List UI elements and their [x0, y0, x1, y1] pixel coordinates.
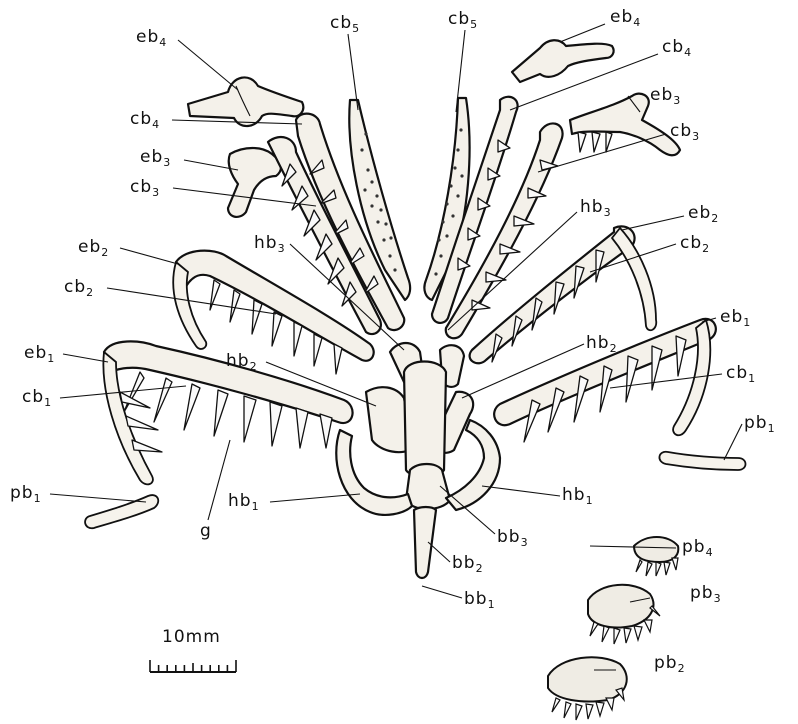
label-eb4-right: eb4: [610, 7, 641, 29]
label-pb1-left: pb1: [10, 483, 42, 505]
scale-bar-label: 10mm: [162, 627, 221, 647]
pb1-right-bone: [659, 452, 745, 470]
label-hb2-left: hb2: [226, 351, 258, 373]
label-cb5-left: cb5: [330, 13, 360, 35]
label-hb3-right: hb3: [580, 197, 612, 219]
label-eb2-right: eb2: [688, 203, 719, 225]
scale-bar: 10mm: [150, 627, 236, 672]
label-bb1: bb1: [464, 589, 496, 611]
eb3-left-bone: [228, 148, 281, 217]
eb4-right-bone: [512, 40, 614, 82]
pb3-plate: [588, 585, 660, 644]
label-hb3-left: hb3: [254, 233, 286, 255]
label-pb4: pb4: [682, 537, 714, 559]
label-bb3: bb3: [497, 527, 529, 549]
label-cb3-right: cb3: [670, 121, 700, 143]
label-pb2: pb2: [654, 653, 686, 675]
eb4-left-bone: [188, 77, 303, 126]
label-eb3-right: eb3: [650, 85, 681, 107]
skeleton-drawing: [85, 40, 745, 720]
label-pb1-right: pb1: [744, 413, 776, 435]
label-cb1-left: cb1: [22, 387, 52, 409]
label-cb3-left: cb3: [130, 177, 160, 199]
label-cb2-right: cb2: [680, 233, 710, 255]
label-pb3: pb3: [690, 583, 722, 605]
label-eb2-left: eb2: [78, 237, 109, 259]
label-cb4-left: cb4: [130, 109, 160, 131]
pb4-plate: [634, 537, 678, 576]
label-eb1-left: eb1: [24, 343, 55, 365]
label-cb5-right: cb5: [448, 9, 478, 31]
label-hb1-right: hb1: [562, 485, 594, 507]
label-cb4-right: cb4: [662, 37, 692, 59]
scale-bar-ticks: [150, 660, 236, 672]
basibranchial-shaft: [404, 362, 450, 579]
label-hb1-left: hb1: [228, 491, 260, 513]
label-g: g: [200, 521, 212, 541]
pb2-plate: [548, 657, 627, 720]
label-eb4-left: eb4: [136, 27, 167, 49]
label-cb1-right: cb1: [726, 363, 756, 385]
label-eb3-left: eb3: [140, 147, 171, 169]
label-hb2-right: hb2: [586, 333, 618, 355]
label-bb2: bb2: [452, 553, 484, 575]
label-cb2-left: cb2: [64, 277, 94, 299]
label-eb1-right: eb1: [720, 307, 751, 329]
